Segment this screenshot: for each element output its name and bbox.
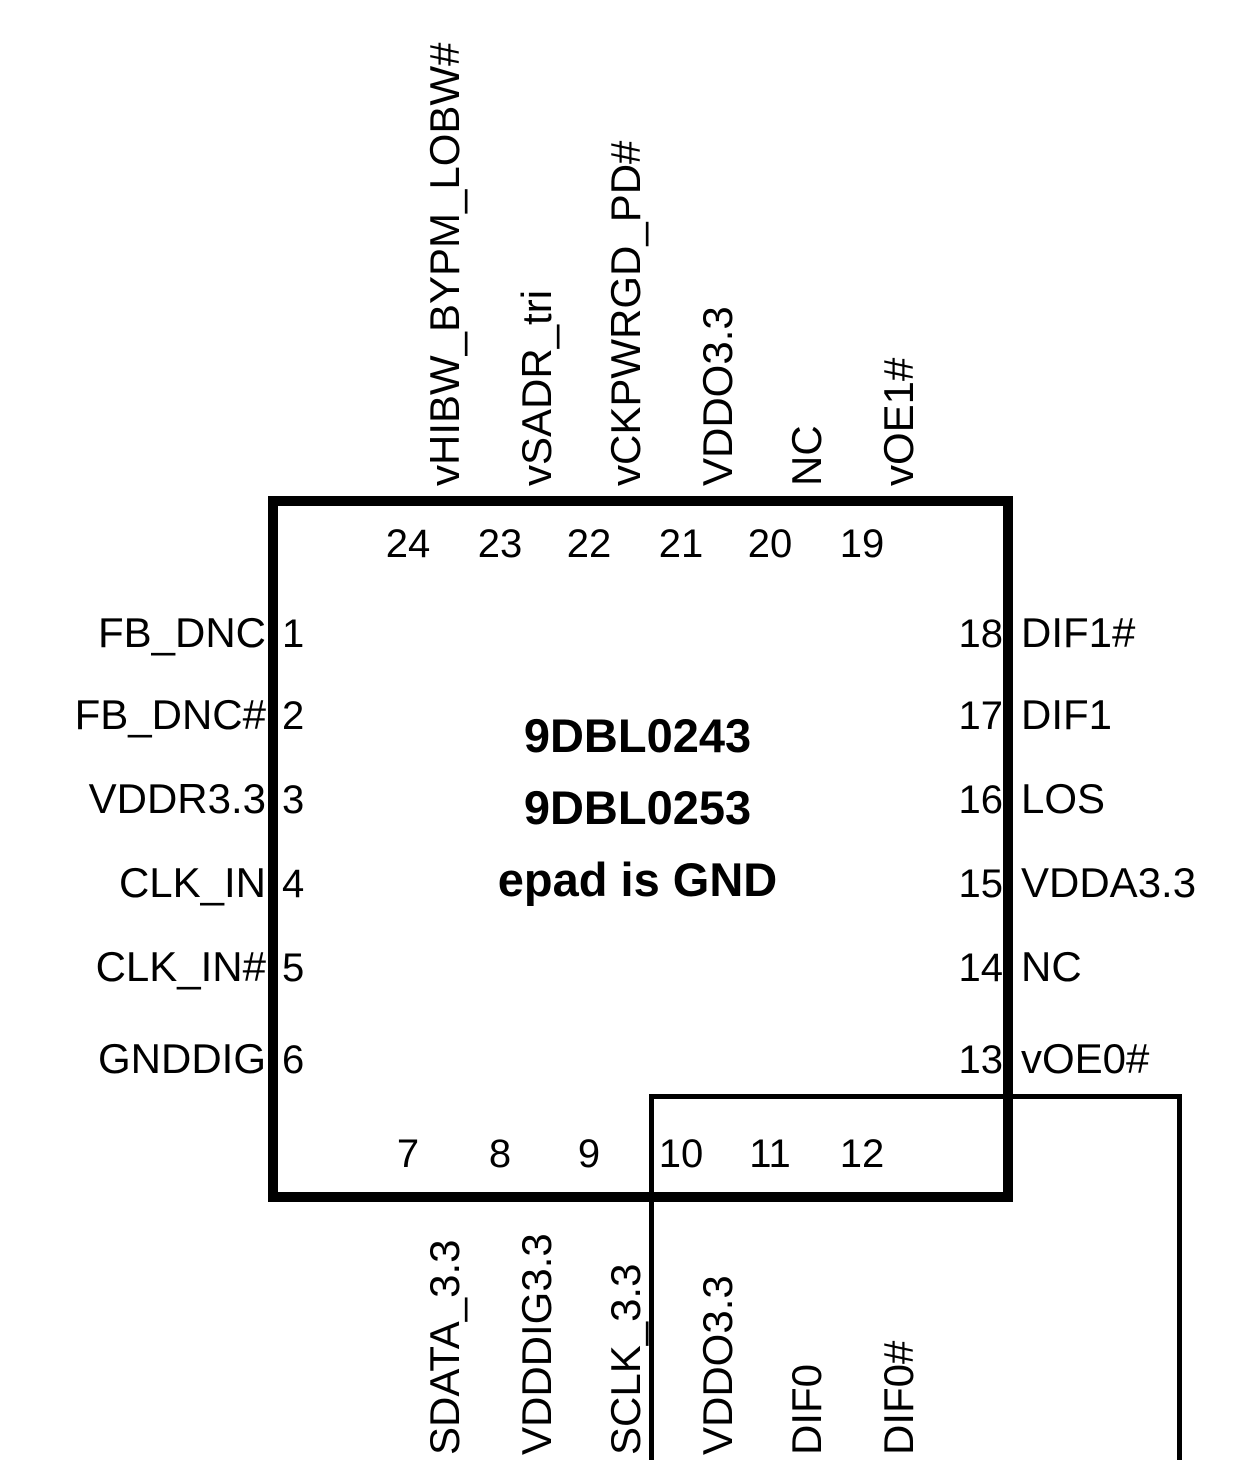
pin-number-22: 22: [566, 522, 612, 566]
pin-label-10: VDDO3.3: [694, 1275, 741, 1455]
pin-label-19: vOE1#: [875, 357, 922, 486]
pin-label-21: VDDO3.3: [694, 306, 741, 486]
pin-label-1: FB_DNC: [97, 609, 266, 656]
pin-number-10: 10: [658, 1132, 704, 1176]
pin-label-13: vOE0#: [1021, 1035, 1150, 1082]
pin-number-24: 24: [385, 522, 431, 566]
pin-number-12: 12: [839, 1132, 885, 1176]
pin-number-3: 3: [282, 778, 305, 822]
pin-number-8: 8: [488, 1132, 512, 1176]
pin-label-8: VDDDIG3.3: [513, 1233, 560, 1455]
pin-number-15: 15: [958, 862, 1004, 906]
pin-label-23: vSADR_tri: [513, 289, 560, 486]
exposed-pad-outline: [649, 1094, 1182, 1460]
pin-label-17: DIF1: [1021, 691, 1113, 738]
part-number-line-1: 9DBL0243: [523, 709, 752, 762]
pin-number-13: 13: [958, 1038, 1004, 1082]
pin-number-18: 18: [958, 612, 1004, 656]
pin-number-4: 4: [282, 862, 305, 906]
pin-number-5: 5: [282, 946, 305, 990]
pin-number-19: 19: [839, 522, 885, 566]
pin-label-9: SCLK_3.3: [602, 1263, 649, 1455]
epad-note: epad is GND: [497, 853, 778, 906]
pin-label-24: vHIBW_BYPM_LOBW#: [421, 42, 468, 486]
pin-number-23: 23: [477, 522, 523, 566]
pin-number-16: 16: [958, 778, 1004, 822]
part-number-line-2: 9DBL0253: [523, 781, 752, 834]
pin-label-3: VDDR3.3: [88, 775, 266, 822]
pin-label-5: CLK_IN#: [95, 943, 266, 990]
pin-label-7: SDATA_3.3: [421, 1239, 468, 1455]
package-outline: [268, 496, 1182, 1460]
pin-label-15: VDDA3.3: [1021, 859, 1197, 906]
pin-label-2: FB_DNC#: [74, 691, 266, 738]
pin-number-1: 1: [282, 612, 305, 656]
pin-label-18: DIF1#: [1021, 609, 1136, 656]
pin-number-2: 2: [282, 694, 305, 738]
pin-number-21: 21: [658, 522, 704, 566]
pin-number-17: 17: [958, 694, 1004, 738]
part-number-block: 9DBL0243 9DBL0253 epad is GND: [371, 700, 904, 916]
pin-label-14: NC: [1021, 943, 1082, 990]
pin-number-11: 11: [749, 1132, 791, 1176]
pin-number-6: 6: [282, 1038, 305, 1082]
pin-label-20: NC: [783, 425, 830, 486]
pin-label-11: DIF0: [783, 1363, 830, 1455]
pin-number-14: 14: [958, 946, 1004, 990]
pin-label-22: vCKPWRGD_PD#: [602, 140, 649, 486]
pin-label-12: DIF0#: [875, 1340, 922, 1455]
pin-label-16: LOS: [1021, 775, 1106, 822]
pin-number-7: 7: [396, 1132, 420, 1176]
pin-label-4: CLK_IN: [118, 859, 266, 906]
pin-number-20: 20: [747, 522, 793, 566]
pin-label-6: GNDDIG: [98, 1035, 266, 1082]
pin-number-9: 9: [577, 1132, 601, 1176]
